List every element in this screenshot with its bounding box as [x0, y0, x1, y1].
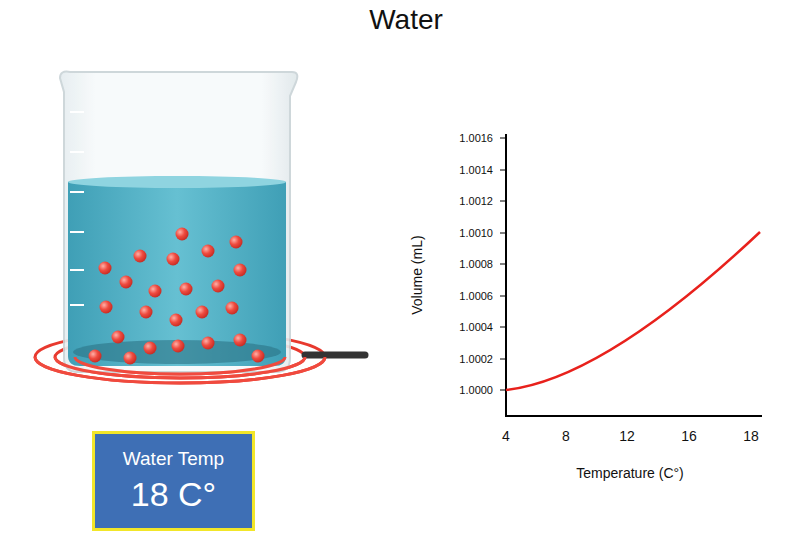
- y-tick-label: 1.0014: [459, 164, 493, 177]
- molecule: [176, 228, 189, 241]
- y-tick-label: 1.0016: [459, 132, 493, 145]
- y-tick-label: 1.0008: [459, 258, 493, 271]
- molecule: [172, 340, 185, 353]
- y-tick-label: 1.0002: [459, 353, 493, 366]
- x-tick-label: 18: [743, 428, 759, 444]
- molecule: [144, 342, 157, 355]
- display-value: 18 C°: [131, 476, 216, 513]
- molecule: [140, 306, 153, 319]
- molecule: [170, 314, 183, 327]
- graduation-marks: [70, 112, 84, 305]
- axis-ticks: [500, 138, 506, 390]
- molecule: [112, 331, 125, 344]
- molecule: [234, 264, 247, 277]
- molecule: [226, 302, 239, 315]
- molecule: [167, 253, 180, 266]
- molecules: [89, 228, 265, 365]
- heating-coil-front: [35, 357, 325, 383]
- molecule: [99, 262, 112, 275]
- molecule: [252, 350, 265, 363]
- molecule: [180, 283, 193, 296]
- y-axis-title: Volume (mL): [409, 235, 425, 314]
- x-axis-title: Temperature (C°): [576, 465, 684, 481]
- y-tick-label: 1.0000: [459, 384, 493, 397]
- beaker: [60, 72, 297, 372]
- water-surface: [68, 176, 286, 188]
- molecule: [120, 276, 133, 289]
- y-tick-label: 1.0012: [459, 195, 493, 208]
- x-tick-label: 8: [562, 428, 570, 444]
- molecule: [196, 306, 209, 319]
- molecule: [149, 285, 162, 298]
- title: Water: [369, 4, 443, 36]
- x-tick-label: 4: [502, 428, 510, 444]
- molecule: [89, 350, 102, 363]
- molecule: [124, 352, 137, 365]
- y-tick-label: 1.0010: [459, 227, 493, 240]
- display-label: Water Temp: [123, 449, 224, 470]
- beaker-bottom: [73, 340, 281, 364]
- x-tick-label: 12: [619, 428, 635, 444]
- x-tick-label: 16: [681, 428, 697, 444]
- y-tick-label: 1.0004: [459, 321, 493, 334]
- volume-curve: [506, 232, 760, 390]
- chart-axes: [505, 134, 762, 416]
- molecule: [230, 236, 243, 249]
- molecule: [234, 334, 247, 347]
- molecule: [202, 245, 215, 258]
- molecule: [212, 280, 225, 293]
- molecule: [100, 301, 113, 314]
- molecule: [134, 250, 147, 263]
- y-tick-label: 1.0006: [459, 290, 493, 303]
- power-cord: [305, 352, 365, 359]
- molecule: [202, 337, 215, 350]
- water: [68, 177, 286, 366]
- temperature-display: Water Temp 18 C°: [92, 431, 255, 531]
